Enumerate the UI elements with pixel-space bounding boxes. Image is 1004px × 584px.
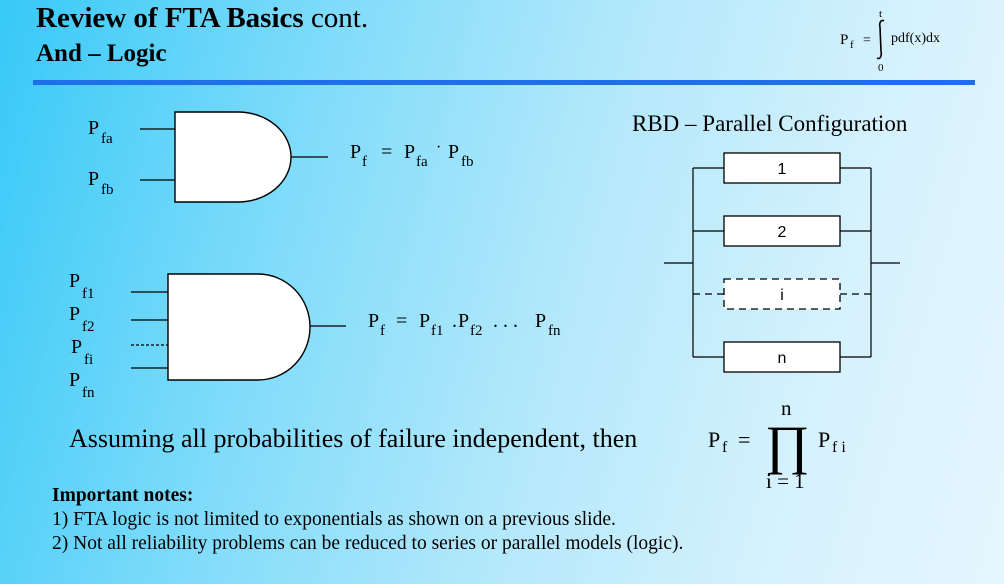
product-term-sub: f i	[832, 439, 846, 456]
product-upper: n	[781, 396, 792, 420]
product-lower: i = 1	[766, 469, 805, 493]
title-underline-rule	[33, 80, 975, 85]
input-1-sub: f1	[82, 286, 95, 302]
eq2-lhs-base: P	[350, 141, 361, 163]
product-formula: P f = n ∏ i = 1 P f i	[708, 396, 846, 493]
and-gate-body	[174, 111, 292, 203]
and-gate-n-input: P f1 P f2 P fi P fn P f = P f1 . P f2 . …	[69, 270, 561, 401]
notes-title: Important notes:	[52, 485, 194, 506]
eqn-t1-base: P	[419, 310, 430, 332]
product-term-base: P	[818, 427, 830, 452]
input-b-sub: fb	[101, 182, 114, 198]
input-2-base: P	[69, 303, 80, 325]
rbd-parallel: RBD – Parallel Configuration 1 2 i	[632, 111, 908, 373]
eq2-t2-base: P	[448, 141, 459, 163]
integral-equals: =	[863, 33, 871, 48]
rbd-block-n-label: n	[778, 350, 787, 367]
rbd-block-i	[723, 278, 841, 310]
integral-upper-limit: t	[879, 8, 882, 20]
input-1-base: P	[69, 270, 80, 292]
eqn-sep1: .	[452, 310, 457, 332]
eqn-t1-sub: f1	[431, 323, 444, 339]
product-lhs-sub: f	[722, 439, 728, 456]
title-cont-text: cont.	[310, 2, 369, 34]
eqn-t3-sub: fn	[548, 323, 561, 339]
eq2-t1-sub: fa	[416, 154, 428, 170]
slide-title: Review of FTA Basics cont.	[36, 2, 368, 35]
product-equals: =	[738, 427, 750, 452]
input-a-base: P	[88, 117, 99, 139]
eqn-t3-base: P	[535, 310, 546, 332]
eq2-t1-base: P	[404, 141, 415, 163]
eq2-equals: =	[381, 141, 392, 163]
input-n-sub: fn	[82, 385, 95, 401]
integral-integrand: pdf(x)dx	[891, 31, 940, 46]
note-item: 2) Not all reliability problems can be r…	[52, 533, 684, 554]
integral-lhs-base: P	[840, 32, 848, 48]
important-notes: Important notes: 1) FTA logic is not lim…	[52, 484, 683, 556]
eqn-sep2: . . .	[493, 310, 518, 332]
input-i-sub: fi	[84, 352, 93, 368]
note-item: 1) FTA logic is not limited to exponenti…	[52, 509, 616, 530]
rbd-block-1-label: 1	[778, 161, 787, 178]
input-a-sub: fa	[101, 131, 113, 147]
integral-lhs-sub: f	[850, 39, 854, 51]
integral-formula: P f = t 0 pdf(x)dx	[840, 8, 940, 74]
eq2-dot: ·	[436, 139, 441, 156]
rbd-block-1	[723, 152, 841, 184]
eqn-equals: =	[396, 310, 407, 332]
eq2-t2-sub: fb	[461, 154, 474, 170]
rbd-block-n	[723, 341, 841, 373]
and-equation-two: P f = P fa · P fb	[350, 139, 474, 170]
input-2-sub: f2	[82, 319, 95, 335]
eqn-lhs-sub: f	[380, 323, 385, 339]
and-gate-two-input: P fa P fb P f = P fa · P fb	[88, 111, 474, 203]
rbd-title: RBD – Parallel Configuration	[632, 111, 908, 136]
rbd-block-2-label: 2	[778, 224, 787, 241]
eq2-lhs-sub: f	[362, 154, 367, 170]
and-equation-n: P f = P f1 . P f2 . . . P fn	[368, 310, 561, 339]
product-lhs-base: P	[708, 427, 720, 452]
eqn-t2-sub: f2	[470, 323, 483, 339]
eqn-lhs-base: P	[368, 310, 379, 332]
input-i-base: P	[71, 336, 82, 358]
rbd-block-i-label: i	[780, 287, 784, 304]
integral-sign	[876, 19, 885, 60]
product-symbol: ∏	[765, 415, 809, 475]
eqn-t2-base: P	[458, 310, 469, 332]
integral-lower-limit: 0	[878, 62, 884, 74]
input-n-base: P	[69, 369, 80, 391]
rbd-block-2	[723, 215, 841, 247]
assumption-text: Assuming all probabilities of failure in…	[69, 424, 638, 453]
slide-subtitle: And – Logic	[36, 40, 167, 67]
and-gate-n-body	[167, 273, 311, 381]
input-b-base: P	[88, 168, 99, 190]
title-bold-text: Review of FTA Basics	[36, 2, 304, 34]
